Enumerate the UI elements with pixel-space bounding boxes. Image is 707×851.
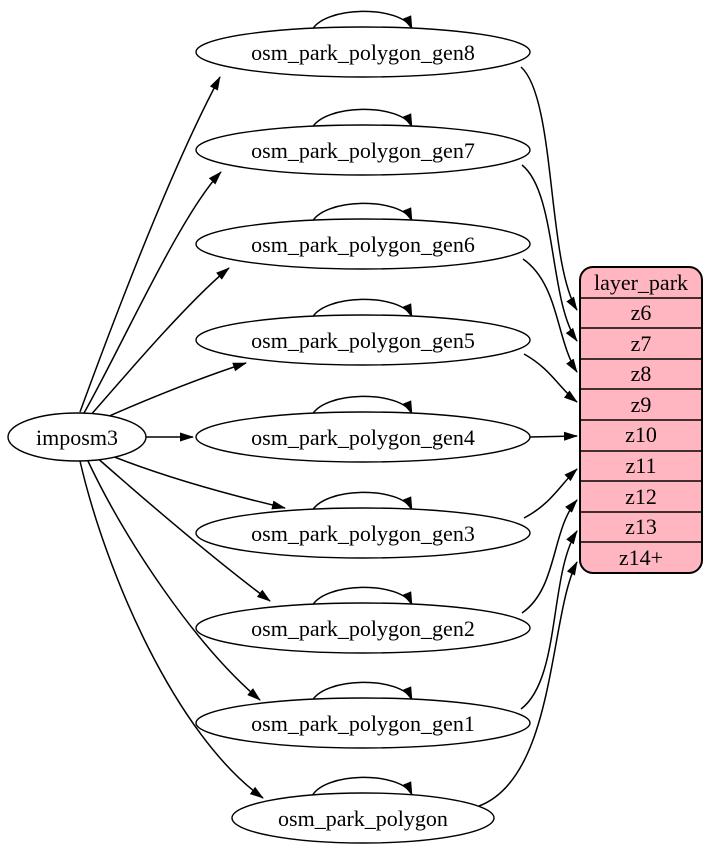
node-label: osm_park_polygon_gen5 <box>251 328 475 353</box>
node-osm-park-polygon-gen5: osm_park_polygon_gen5 <box>195 314 531 366</box>
edge-osm_park_polygon_gen7-z7 <box>521 164 578 342</box>
node-label: osm_park_polygon_gen4 <box>251 425 475 450</box>
node-label: osm_park_polygon_gen8 <box>251 40 475 65</box>
node-osm-park-polygon-gen3: osm_park_polygon_gen3 <box>195 507 531 559</box>
edge-self-loop-osm_park_polygon_gen4 <box>310 395 413 418</box>
node-label: osm_park_polygon <box>278 806 448 831</box>
table-row-label-z9: z9 <box>631 392 652 417</box>
edge-imposm3-osm_park_polygon_gen8 <box>79 76 221 413</box>
node-osm-park-polygon-gen8: osm_park_polygon_gen8 <box>195 26 531 78</box>
edge-self-loop-osm_park_polygon_gen7 <box>310 108 413 131</box>
edge-self-loop-osm_park_polygon_gen2 <box>310 586 413 609</box>
edge-osm_park_polygon_gen1-z13 <box>520 530 578 710</box>
table-header-label: layer_park <box>594 270 688 295</box>
node-label: osm_park_polygon_gen3 <box>251 521 475 546</box>
layer-park-table: layer_park z6 z7 z8 z9 z10 z11 z12 z13 z… <box>579 266 703 574</box>
node-osm-park-polygon-gen1: osm_park_polygon_gen1 <box>195 697 531 749</box>
edge-osm_park_polygon-z14plus <box>478 561 578 807</box>
edges-to-layer <box>478 66 578 807</box>
edge-imposm3-osm_park_polygon_gen2 <box>94 455 271 602</box>
edge-osm_park_polygon_gen6-z8 <box>522 258 578 373</box>
node-osm-park-polygon-gen4: osm_park_polygon_gen4 <box>195 411 531 463</box>
edge-self-loop-osm_park_polygon_gen3 <box>310 491 413 514</box>
table-row-label-z10: z10 <box>625 422 657 447</box>
table-row-label-z6: z6 <box>631 300 652 325</box>
node-label: osm_park_polygon_gen7 <box>251 138 475 163</box>
edge-imposm3-osm_park_polygon_gen1 <box>86 458 261 701</box>
table-row-label-z13: z13 <box>625 514 657 539</box>
node-osm-park-polygon-gen7: osm_park_polygon_gen7 <box>195 124 531 176</box>
node-ellipse <box>195 411 531 463</box>
edge-osm_park_polygon_gen4-z10 <box>529 431 578 441</box>
edge-self-loop-osm_park_polygon_gen8 <box>310 10 413 33</box>
node-ellipse <box>195 602 531 654</box>
edge-imposm3-osm_park_polygon_gen6 <box>89 267 230 417</box>
edge-self-loop-osm_park_polygon_gen5 <box>310 298 413 321</box>
edge-self-loop-osm_park_polygon_gen1 <box>310 681 413 704</box>
node-ellipse <box>195 697 531 749</box>
table-row-label-z12: z12 <box>625 484 657 509</box>
node-ellipse <box>195 314 531 366</box>
node-label: osm_park_polygon_gen2 <box>251 616 475 641</box>
node-osm-park-polygon-gen2: osm_park_polygon_gen2 <box>195 602 531 654</box>
node-label: imposm3 <box>36 425 118 450</box>
node-label: osm_park_polygon_gen1 <box>251 711 475 736</box>
edge-imposm3-osm_park_polygon_gen7 <box>83 171 222 414</box>
node-ellipse <box>195 124 531 176</box>
node-osm-park-polygon-gen6: osm_park_polygon_gen6 <box>195 218 531 270</box>
node-ellipse <box>195 26 531 78</box>
node-ellipse <box>195 218 531 270</box>
edge-osm_park_polygon_gen2-z12 <box>521 499 578 614</box>
edge-osm_park_polygon_gen5-z9 <box>523 353 578 403</box>
node-label: osm_park_polygon_gen6 <box>251 232 475 257</box>
node-ellipse <box>195 507 531 559</box>
table-row-label-z14plus: z14+ <box>619 545 663 570</box>
edges-self-loops <box>310 10 413 799</box>
node-osm-park-polygon: osm_park_polygon <box>231 792 495 844</box>
table-row-label-z11: z11 <box>626 453 657 478</box>
edge-self-loop-osm_park_polygon_gen6 <box>310 202 413 225</box>
node-imposm3: imposm3 <box>7 412 147 462</box>
edge-osm_park_polygon_gen8-z6 <box>520 66 578 311</box>
edge-imposm3-osm_park_polygon <box>79 460 264 799</box>
node-ellipse <box>231 792 495 844</box>
table-row-label-z8: z8 <box>631 361 652 386</box>
edge-imposm3-osm_park_polygon_gen5 <box>99 362 247 421</box>
node-ellipse <box>7 412 147 462</box>
edge-osm_park_polygon_gen3-z11 <box>523 468 578 519</box>
edge-self-loop-osm_park_polygon <box>310 776 413 799</box>
edge-imposm3-osm_park_polygon_gen3 <box>101 451 286 510</box>
table-row-label-z7: z7 <box>631 331 652 356</box>
edges-from-source <box>79 76 286 799</box>
